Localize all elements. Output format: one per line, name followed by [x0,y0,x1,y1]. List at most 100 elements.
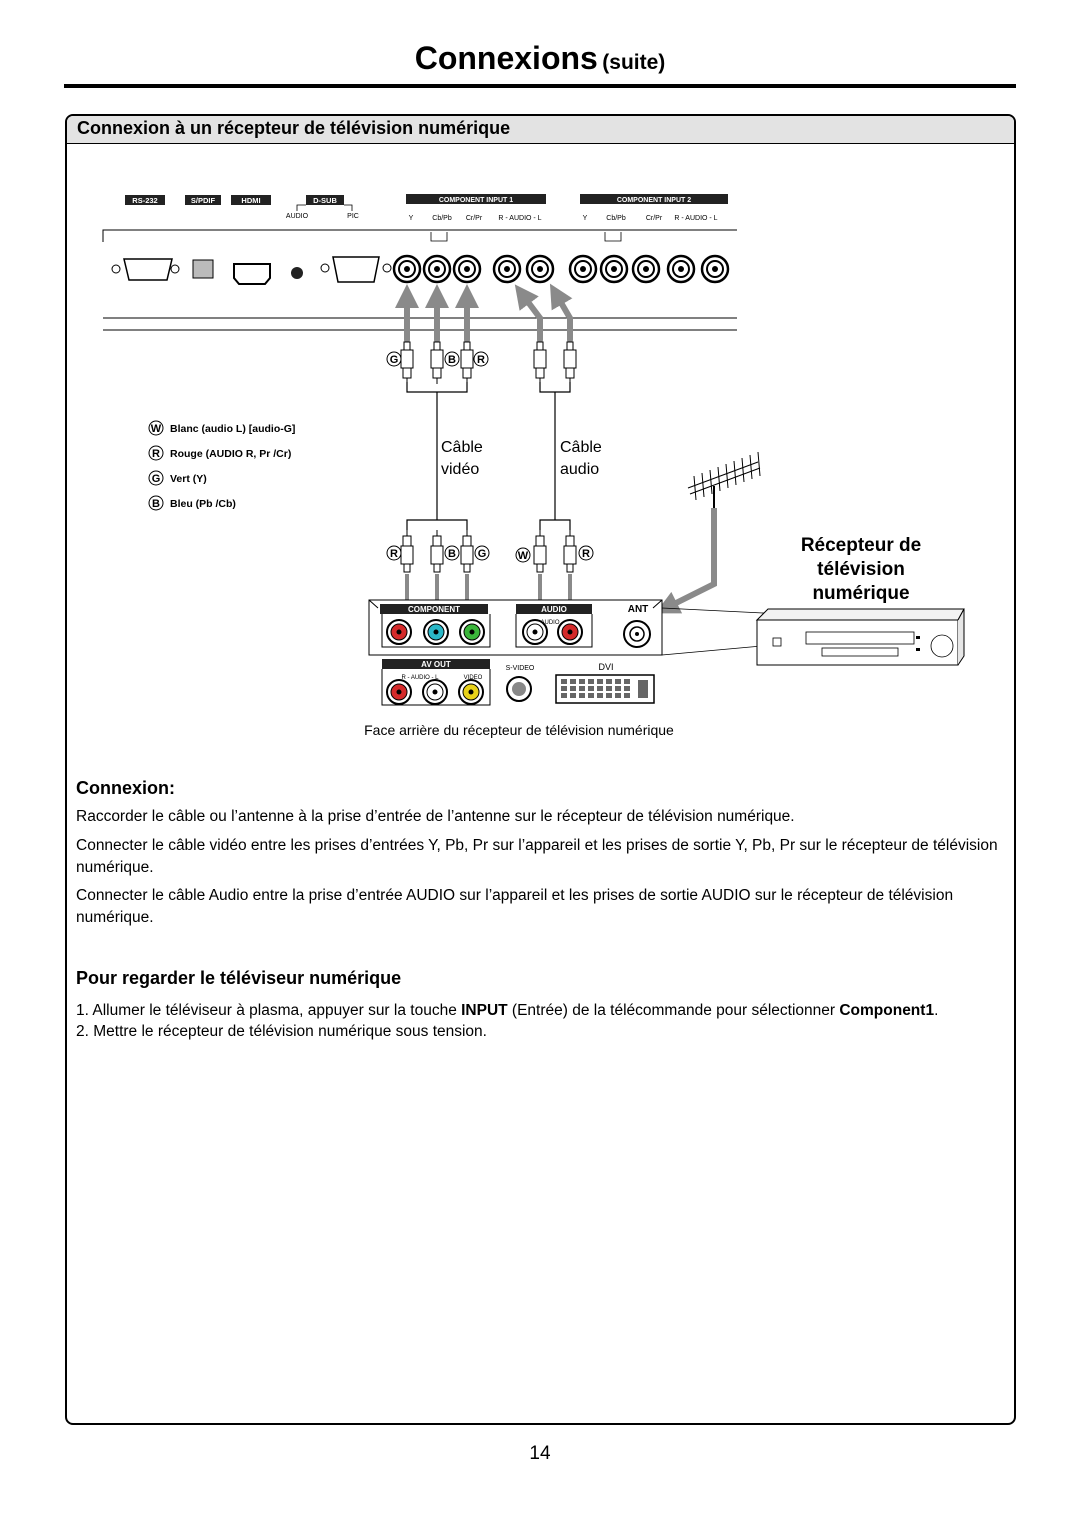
tv-rca-jack [452,254,482,284]
svg-text:PIC: PIC [347,213,359,220]
tv-rca-jack [525,254,555,284]
svg-text:S/PDIF: S/PDIF [191,196,216,205]
tv-rca-jack [392,254,422,284]
section-box [65,114,1016,1425]
svg-text:Récepteur de: Récepteur de [801,535,921,556]
svg-text:COMPONENT: COMPONENT [408,605,460,614]
receiver-device-icon [755,608,965,666]
rca-plug [400,530,414,573]
port-tag-rs232: RS-232 [125,195,165,205]
legend-item: R Rouge (AUDIO R, Pr /Cr) [148,445,291,461]
watch-step-2: 2. Mettre le récepteur de télévision num… [76,1023,487,1040]
connexion-paragraph-3-cont: numérique. [76,909,154,926]
receiver-caption: Face arrière du récepteur de télévision … [364,722,674,738]
svg-text:W: W [518,550,529,562]
svg-text:COMPONENT INPUT 2: COMPONENT INPUT 2 [617,197,691,204]
receiver-ant-label: ANT [628,604,649,615]
svg-text:Cr/Pr: Cr/Pr [646,215,663,222]
connexion-paragraph-2: Connecter le câble vidéo entre les prise… [76,837,998,854]
plug-letters-top: G B R [386,351,489,367]
cable-plugs-bottom [400,530,577,573]
svg-text:R: R [477,354,485,366]
svg-text:Cb/Pb: Cb/Pb [432,215,452,222]
svg-text:RS-232: RS-232 [132,196,157,205]
svg-text:B: B [448,354,456,366]
svg-text:Vert (Y): Vert (Y) [170,473,207,485]
rca-plug [460,341,474,384]
receiver-svideo-jack [506,676,532,702]
tv-rca-jack [700,254,730,284]
svg-text:G: G [390,354,399,366]
watch-heading: Pour regarder le téléviseur numérique [76,968,402,988]
color-legend: W Blanc (audio L) [audio-G] R Rouge (AUDIO … [148,420,295,511]
cable-audio-label: Câble audio [560,439,602,478]
rca-plug [400,341,414,384]
receiver-rca-jack [458,679,484,705]
receiver-rca-jack [459,619,485,645]
receiver-dvi-port [555,674,655,704]
dsub-audio-port [291,267,303,279]
component-input-2-tag: COMPONENT INPUT 2 Y Cb/Pb Cr/Pr R - AUDI… [580,194,728,242]
rs232-port [111,258,180,281]
svg-text:W: W [151,423,162,435]
receiver-box-title: Récepteur de télévision numérique [801,535,921,604]
plug-letters-bottom: R B G W R [386,545,594,563]
svg-text:Y: Y [409,215,414,222]
svg-text:Cr/Pr: Cr/Pr [466,215,483,222]
vga-port [320,256,392,283]
cable-video-label: Câble vidéo [441,439,483,478]
svg-text:AUDIO: AUDIO [540,620,559,626]
tv-rca-jack [599,254,629,284]
receiver-svideo-label: S-VIDEO [506,665,535,672]
receiver-rca-jack [422,679,448,705]
page-number: 14 [529,1443,551,1464]
connection-arrows-tv [395,283,573,343]
svg-text:B: B [152,498,160,510]
antenna-icon [687,451,761,508]
hdmi-port [233,263,271,285]
connexion-heading: Connexion: [76,778,175,798]
tv-rca-jacks [392,254,730,284]
spdif-port [192,259,214,279]
section-title: Connexion à un récepteur de télévision n… [77,118,511,138]
svg-text:Câble: Câble [560,439,602,456]
receiver-dvi-label: DVI [598,662,613,672]
receiver-component-label: COMPONENT [380,604,491,648]
section-header: Connexion à un récepteur de télévision n… [67,116,1014,144]
rca-plug [533,530,547,573]
svg-text:vidéo: vidéo [441,461,479,478]
receiver-back-panel: COMPONENT AUDIO AUDIO ANT AV OUT R - AUD… [368,599,663,706]
svg-text:HDMI: HDMI [241,196,260,205]
svg-text:R: R [582,548,590,560]
svg-text:Cb/Pb: Cb/Pb [606,215,626,222]
svg-text:Blanc (audio L) [audio-G]: Blanc (audio L) [audio-G] [170,423,295,435]
receiver-rca-jack [423,619,449,645]
svg-text:R - AUDIO - L: R - AUDIO - L [674,215,717,222]
legend-item: W Blanc (audio L) [audio-G] [148,420,295,436]
svg-text:VIDEO: VIDEO [464,675,483,681]
svg-text:G: G [478,548,487,560]
rca-plug [430,530,444,573]
svg-text:AUDIO: AUDIO [541,605,567,614]
component-input-1-tag: COMPONENT INPUT 1 Y Cb/Pb Cr/Pr R - AUDI… [406,194,546,242]
svg-text:Câble: Câble [441,439,483,456]
svg-text:AV OUT: AV OUT [421,660,451,669]
svg-text:R - AUDIO - L: R - AUDIO - L [401,675,439,681]
cable-plugs-top [400,341,577,384]
svg-text:B: B [448,548,456,560]
antenna-cable [655,508,717,614]
receiver-audio-label: AUDIO AUDIO [515,604,593,648]
title-rule [64,84,1016,88]
svg-text:Y: Y [583,215,588,222]
svg-text:COMPONENT INPUT 1: COMPONENT INPUT 1 [439,197,513,204]
connection-diagram: RS-232 S/PDIF HDMI D-SUB AUDIO PIC COMPO… [102,194,965,738]
page-title-suffix: (suite) [602,51,666,74]
svg-text:R: R [152,448,160,460]
svg-text:AUDIO: AUDIO [286,213,309,220]
receiver-rca-jack [522,619,548,645]
rca-plug [460,530,474,573]
svg-text:Rouge (AUDIO R, Pr /Cr): Rouge (AUDIO R, Pr /Cr) [170,448,291,460]
svg-text:R: R [390,548,398,560]
